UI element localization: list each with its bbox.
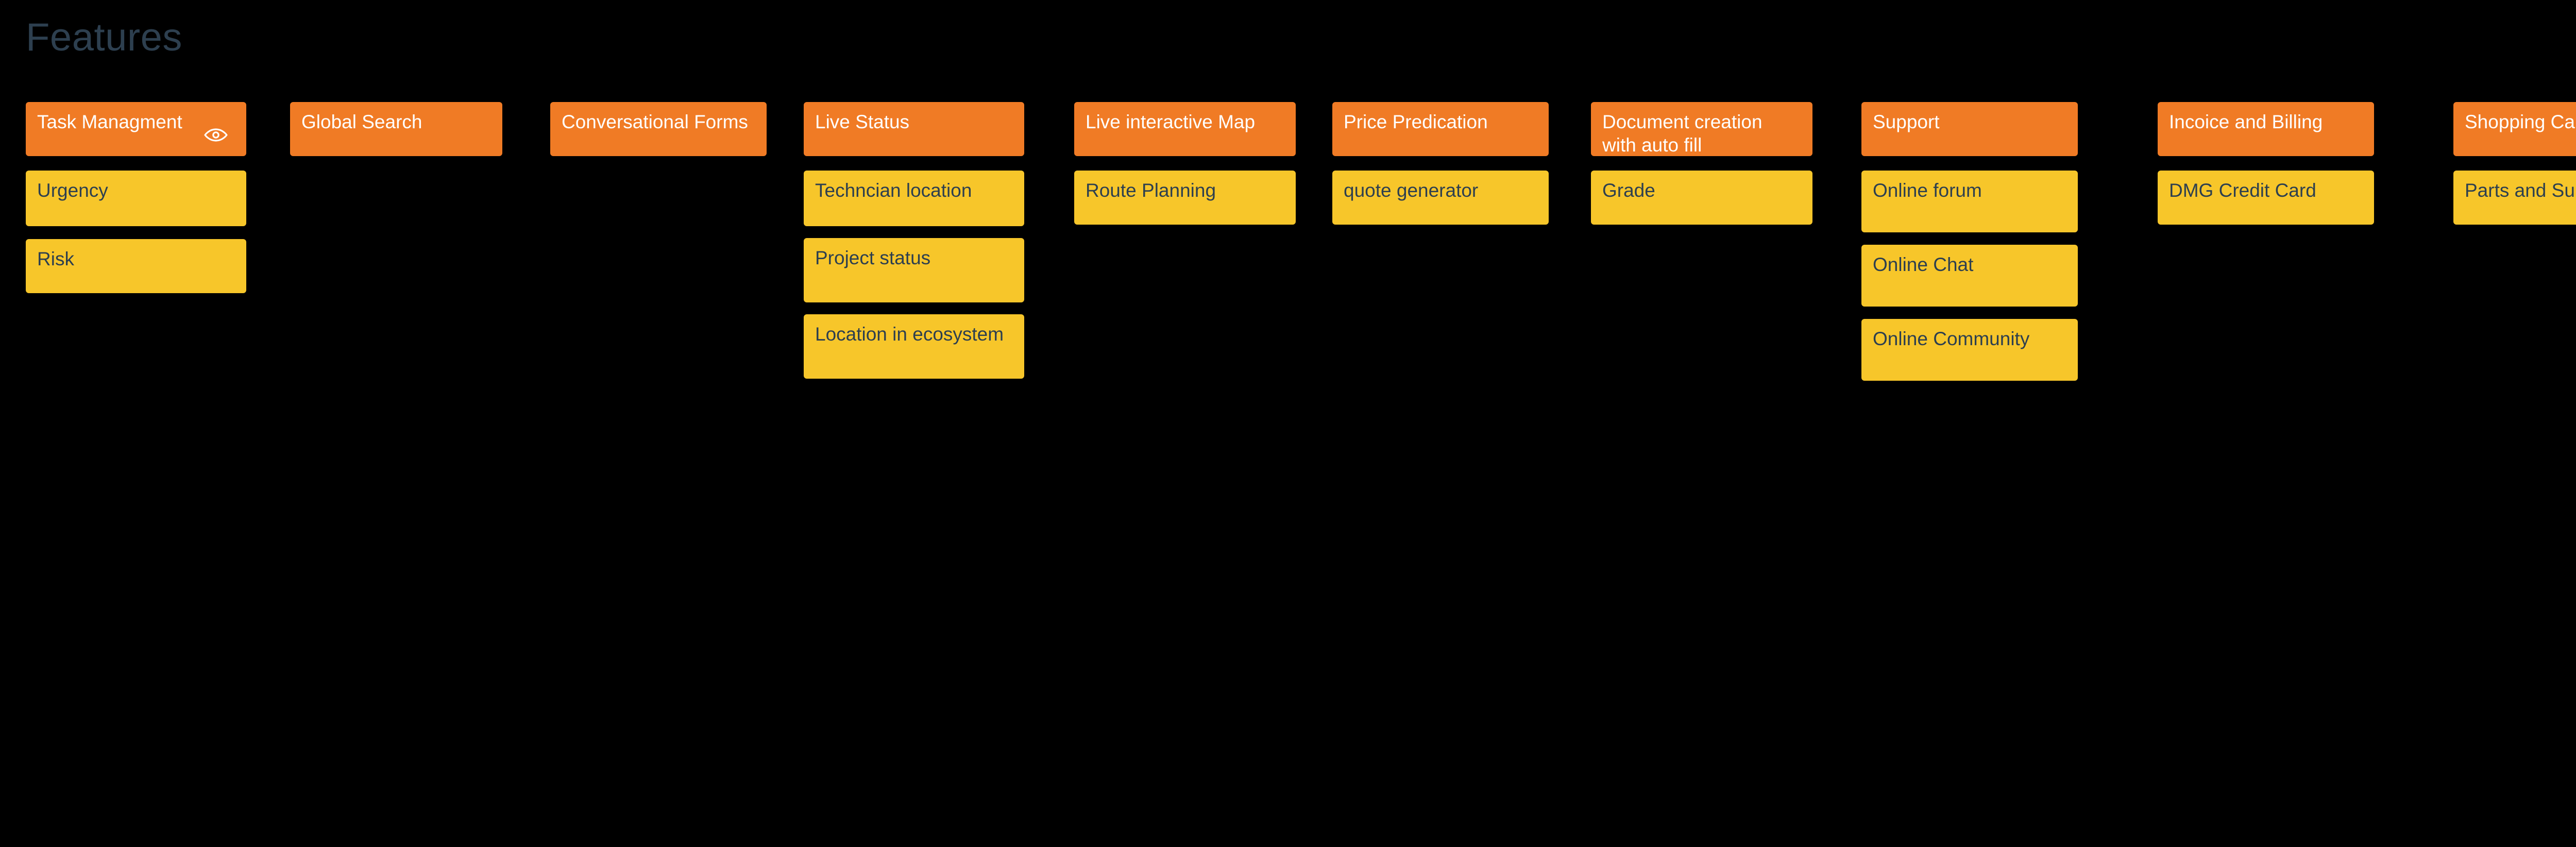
feature-header-label: Live interactive Map — [1086, 111, 1256, 132]
feature-column: Global Search — [290, 102, 502, 156]
feature-sub-card[interactable]: DMG Credit Card — [2158, 171, 2374, 225]
feature-header-card[interactable]: Conversational Forms — [550, 102, 767, 156]
feature-header-card[interactable]: Incoice and Billing — [2158, 102, 2374, 156]
feature-sub-card[interactable]: Route Planning — [1074, 171, 1296, 225]
feature-header-card[interactable]: Live Status — [804, 102, 1024, 156]
feature-sub-card[interactable]: Risk — [26, 239, 246, 293]
feature-sub-card-label: quote generator — [1344, 180, 1479, 201]
feature-column: Price Predication quote generator — [1332, 102, 1549, 225]
feature-header-card[interactable]: Support — [1861, 102, 2078, 156]
feature-header-label: Global Search — [301, 111, 422, 132]
feature-sub-card[interactable]: Techncian location — [804, 171, 1024, 226]
feature-header-label: Document creation with auto fill — [1602, 111, 1762, 156]
feature-header-card[interactable]: Task Managment — [26, 102, 246, 156]
feature-sub-card-label: Online Chat — [1873, 254, 1974, 275]
feature-header-card[interactable]: Document creation with auto fill — [1591, 102, 1812, 156]
feature-sub-card-label: Urgency — [37, 180, 108, 201]
page-title: Features — [26, 15, 182, 59]
feature-header-label: Price Predication — [1344, 111, 1488, 132]
feature-header-label: Live Status — [815, 111, 910, 132]
feature-header-card[interactable]: Shopping Cart — [2453, 102, 2576, 156]
feature-sub-card-label: Techncian location — [815, 180, 972, 201]
feature-header-label: Support — [1873, 111, 1940, 132]
feature-sub-card-label: Location in ecosystem — [815, 324, 1004, 345]
eye-icon[interactable] — [204, 127, 228, 143]
feature-column: Conversational Forms — [550, 102, 767, 156]
feature-header-label: Shopping Cart — [2465, 111, 2576, 132]
feature-sub-card[interactable]: Project status — [804, 238, 1024, 302]
feature-sub-card-label: Grade — [1602, 180, 1655, 201]
feature-sub-card[interactable]: Online forum — [1861, 171, 2078, 232]
feature-sub-card-label: Parts and Supply — [2465, 180, 2576, 201]
feature-sub-card[interactable]: Online Chat — [1861, 245, 2078, 307]
feature-sub-card-label: Route Planning — [1086, 180, 1216, 201]
feature-sub-card[interactable]: Urgency — [26, 171, 246, 226]
feature-sub-card[interactable]: Online Community — [1861, 319, 2078, 381]
feature-header-card[interactable]: Global Search — [290, 102, 502, 156]
feature-sub-card[interactable]: Grade — [1591, 171, 1812, 225]
feature-sub-card[interactable]: Parts and Supply — [2453, 171, 2576, 225]
feature-header-label: Task Managment — [37, 111, 182, 132]
feature-sub-card-label: Project status — [815, 247, 931, 268]
feature-header-card[interactable]: Live interactive Map — [1074, 102, 1296, 156]
feature-header-card[interactable]: Price Predication — [1332, 102, 1549, 156]
feature-sub-card[interactable]: quote generator — [1332, 171, 1549, 225]
feature-sub-card-label: Risk — [37, 248, 74, 269]
feature-sub-card-label: Online Community — [1873, 328, 2030, 349]
feature-header-label: Conversational Forms — [562, 111, 748, 132]
feature-sub-card-label: DMG Credit Card — [2169, 180, 2316, 201]
feature-header-label: Incoice and Billing — [2169, 111, 2323, 132]
feature-sub-card-label: Online forum — [1873, 180, 1982, 201]
feature-sub-card[interactable]: Location in ecosystem — [804, 314, 1024, 379]
